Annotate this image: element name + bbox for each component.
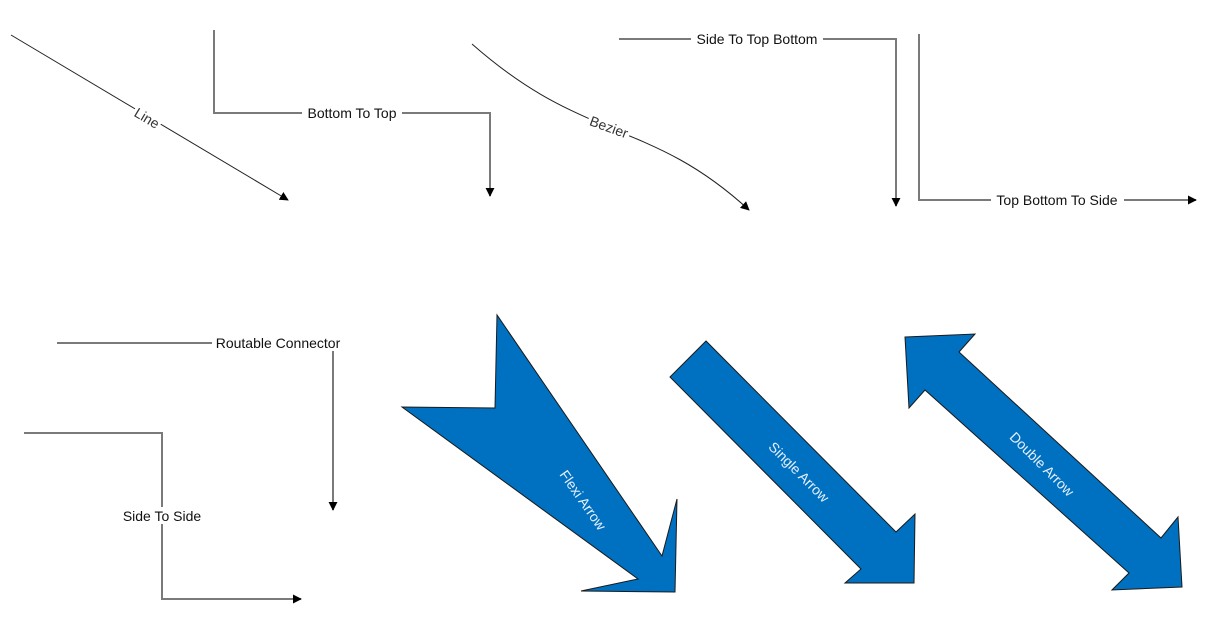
bottom-to-top-label: Bottom To Top (308, 105, 397, 121)
side-to-top-bottom-path[interactable] (619, 38, 901, 207)
shape-single-arrow[interactable]: Single Arrow (669, 340, 916, 584)
side-to-top-bottom-label: Side To Top Bottom (697, 31, 818, 47)
flexi-arrow-body[interactable] (400, 313, 678, 593)
connector-side-to-side[interactable]: Side To Side (24, 432, 302, 604)
top-bottom-to-side-path[interactable] (918, 34, 1197, 205)
top-bottom-to-side-label: Top Bottom To Side (996, 192, 1117, 208)
connector-routable[interactable]: Routable Connector (57, 334, 345, 511)
connector-bezier[interactable]: Bezier (471, 43, 750, 211)
connector-bottom-to-top[interactable]: Bottom To Top (213, 30, 495, 197)
shape-flexi-arrow[interactable]: Flexi Arrow (400, 313, 678, 593)
side-to-side-label: Side To Side (123, 508, 202, 524)
connector-line[interactable]: Line (10, 34, 289, 201)
routable-connector-path[interactable] (57, 342, 338, 511)
routable-connector-label: Routable Connector (216, 335, 341, 351)
single-arrow-body[interactable] (669, 340, 916, 584)
double-arrow-body[interactable] (904, 333, 1183, 591)
connector-side-to-top-bottom[interactable]: Side To Top Bottom (619, 30, 901, 207)
bezier-label: Bezier (588, 113, 631, 142)
shape-double-arrow[interactable]: Double Arrow (904, 333, 1183, 591)
connector-top-bottom-to-side[interactable]: Top Bottom To Side (918, 34, 1197, 208)
